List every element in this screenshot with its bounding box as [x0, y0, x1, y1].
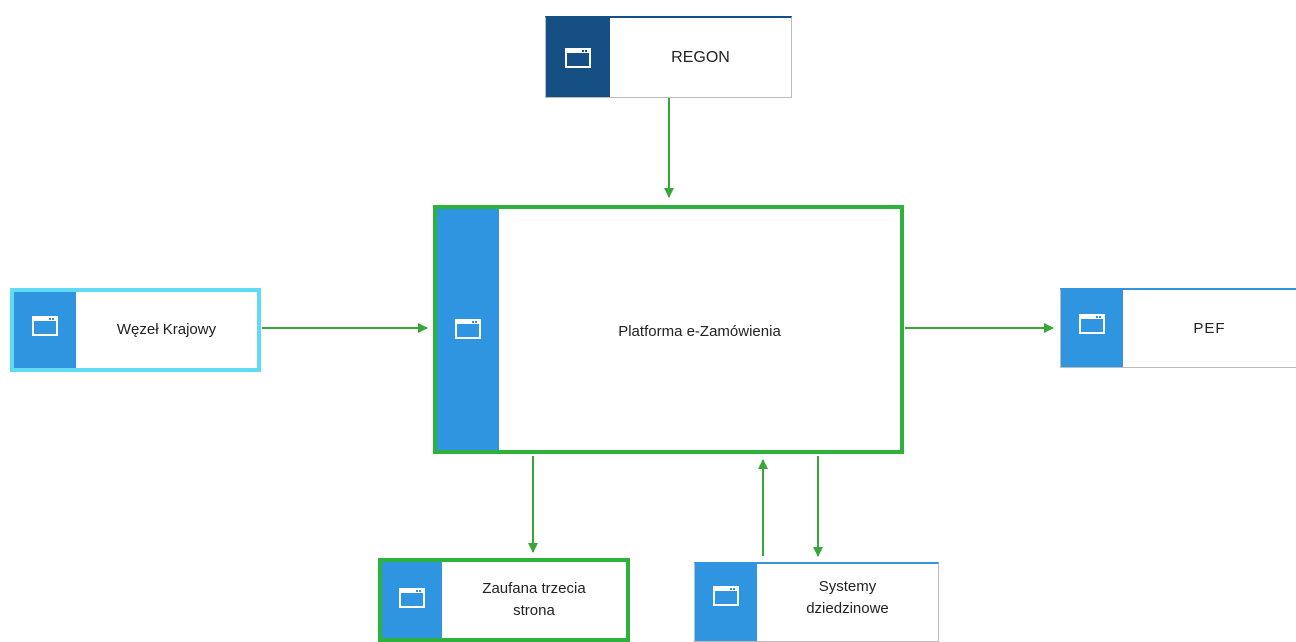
node-regon-band	[546, 18, 610, 97]
node-zaufana[interactable]: Zaufana trzecia strona	[378, 558, 630, 642]
node-pef[interactable]: PEF	[1060, 288, 1296, 368]
window-icon	[713, 586, 739, 606]
window-icon	[32, 316, 58, 336]
node-pef-label: PEF	[1193, 319, 1226, 337]
node-platform[interactable]: Platforma e-Zamówienia	[433, 205, 904, 454]
node-regon[interactable]: REGON	[545, 16, 792, 98]
node-systemy-band	[695, 564, 757, 641]
node-zaufana-band	[382, 562, 442, 638]
node-platform-label: Platforma e-Zamówienia	[618, 323, 781, 340]
node-platform-band	[437, 209, 499, 450]
node-systemy[interactable]: Systemy dziedzinowe	[694, 562, 939, 642]
window-icon	[455, 319, 481, 339]
node-zaufana-label: Zaufana trzecia strona	[482, 580, 586, 619]
node-wezel[interactable]: Węzeł Krajowy	[10, 288, 261, 372]
window-icon	[1079, 314, 1105, 334]
node-regon-label: REGON	[671, 48, 730, 66]
node-systemy-label: Systemy dziedzinowe	[806, 578, 889, 617]
window-icon	[565, 47, 591, 68]
window-icon	[399, 588, 425, 608]
node-pef-band	[1061, 290, 1123, 367]
node-wezel-band	[14, 292, 76, 368]
node-wezel-label: Węzeł Krajowy	[116, 321, 217, 338]
